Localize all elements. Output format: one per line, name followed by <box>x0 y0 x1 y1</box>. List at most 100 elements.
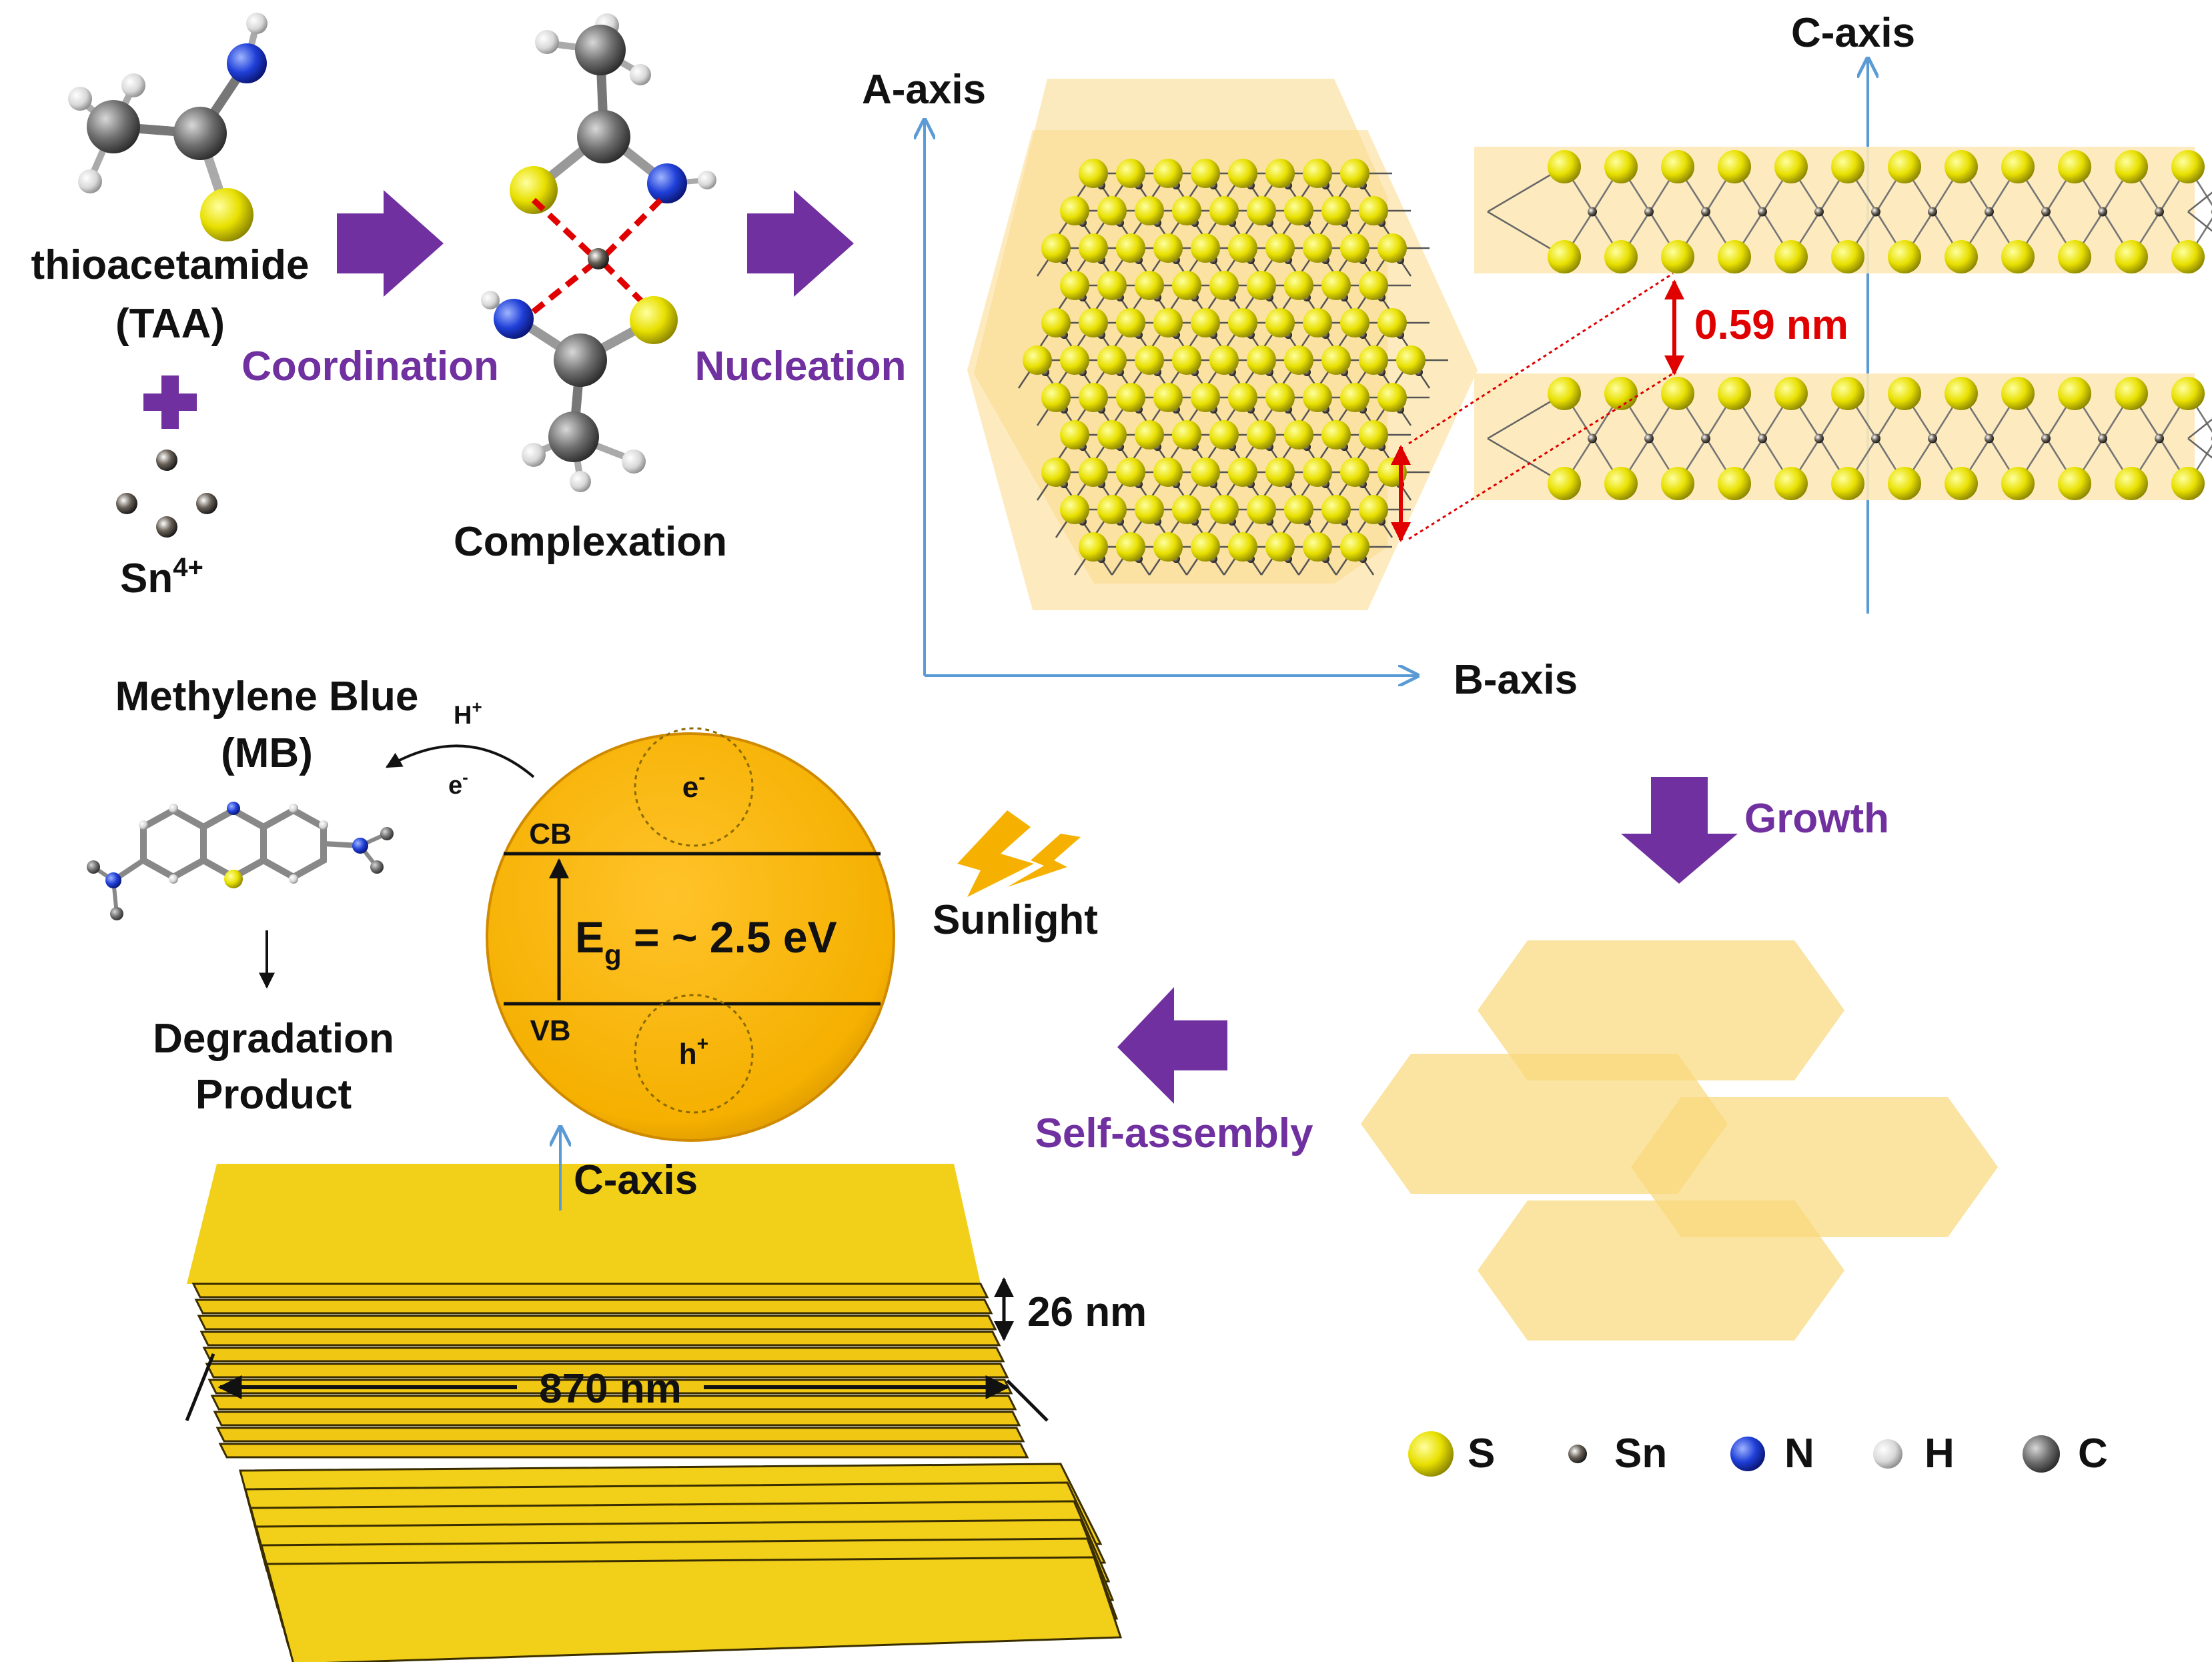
sulfur-atom <box>1153 383 1183 412</box>
sulfur-atom <box>1060 345 1089 375</box>
sulfur-atom <box>1661 240 1694 273</box>
tin-atom <box>1985 207 1994 217</box>
sulfur-atom <box>1945 467 1978 500</box>
tin-atom <box>1871 207 1880 217</box>
tin-atom <box>1928 207 1937 217</box>
hydrogen-atom-icon <box>1873 1439 1902 1469</box>
sn-ion-cluster <box>116 450 217 538</box>
sulfur-atom <box>1548 240 1581 273</box>
electron-label: e- <box>682 766 705 804</box>
sulfur-atom <box>1945 150 1978 183</box>
sulfur-atom <box>2171 467 2205 500</box>
sulfur-atom <box>1718 467 1751 500</box>
sulfur-atom <box>1340 233 1369 263</box>
nanosheet <box>199 1331 1001 1347</box>
sulfur-atom <box>1228 233 1257 263</box>
sulfur-atom <box>1321 196 1351 225</box>
tin-atom <box>1701 434 1710 444</box>
hole-label: h+ <box>679 1033 708 1070</box>
sulfur-atom <box>2115 150 2148 183</box>
nanosheet <box>191 1283 989 1299</box>
platelet <box>1361 1054 1728 1194</box>
sulfur-atom <box>1321 345 1351 375</box>
sulfur-atom <box>1135 420 1164 450</box>
sulfur-atom <box>1172 196 1201 225</box>
sulfur-atom <box>1228 532 1257 562</box>
sulfur-atom <box>1097 271 1127 300</box>
sulfur-atom <box>1247 271 1276 300</box>
sulfur-atom <box>1153 308 1183 337</box>
tin-atom <box>1588 207 1597 217</box>
sulfur-atom <box>1228 458 1257 487</box>
sulfur-atom <box>1191 159 1220 188</box>
sulfur-atom <box>1661 150 1694 183</box>
sulfur-atom <box>1041 308 1071 337</box>
thickness-label: 26 nm <box>1027 1289 1147 1335</box>
sulfur-atom <box>1097 495 1127 524</box>
sulfur-atom <box>1172 271 1201 300</box>
band-diagram <box>486 727 895 1142</box>
taa-abbr-label: (TAA) <box>115 301 225 347</box>
crystal-top-view <box>967 79 1478 610</box>
sulfur-atom <box>2001 467 2035 500</box>
sulfur-atom <box>1377 308 1407 337</box>
sunlight-label: Sunlight <box>933 897 1098 943</box>
nanosheet <box>194 1299 993 1315</box>
coordination-label: Coordination <box>241 343 499 389</box>
nanosheet <box>187 1164 981 1284</box>
sulfur-atom <box>1265 383 1295 412</box>
sulfur-atom <box>2058 150 2091 183</box>
tin-atom <box>1701 207 1710 217</box>
sulfur-atom <box>1116 383 1145 412</box>
nanosheet <box>202 1347 1005 1363</box>
sulfur-atom <box>1191 308 1220 337</box>
lightning-icon <box>957 810 1081 897</box>
sulfur-atom <box>1228 383 1257 412</box>
legend-label: H <box>1924 1431 1955 1477</box>
platelet <box>1478 1200 1849 1341</box>
tin-atom <box>1928 434 1937 444</box>
b-axis-label: B-axis <box>1454 657 1578 703</box>
electron-bubble <box>634 727 754 847</box>
sulfur-atom <box>1041 233 1071 263</box>
sulfur-atom <box>1209 495 1239 524</box>
sulfur-atom <box>1041 458 1071 487</box>
sulfur-atom <box>1097 420 1127 450</box>
tin-atom <box>1758 207 1767 217</box>
tin-atom <box>2041 207 2051 217</box>
sulfur-atom <box>1774 467 1808 500</box>
sulfur-atom <box>1548 467 1581 500</box>
taa-molecule <box>68 13 267 241</box>
sulfur-atom <box>1265 233 1295 263</box>
nanosheet-stack <box>187 1164 1123 1662</box>
tin-atom <box>1758 434 1767 444</box>
sulfur-atom <box>2171 240 2205 273</box>
sulfur-atom <box>2115 240 2148 273</box>
tin-atom <box>1588 434 1597 444</box>
sulfur-atom <box>1116 308 1145 337</box>
sulfur-atom <box>1888 467 1921 500</box>
sulfur-atom <box>1396 345 1426 375</box>
complex-molecule <box>481 13 716 492</box>
sulfur-atom <box>1097 345 1127 375</box>
spacing-label: 0.59 nm <box>1694 302 1848 348</box>
sulfur-atom <box>1265 532 1295 562</box>
sulfur-atom <box>1774 377 1808 410</box>
sulfur-atom <box>1340 458 1369 487</box>
nanosheet <box>210 1395 1017 1411</box>
sulfur-atom <box>1888 150 1921 183</box>
c-axis-bottom-label: C-axis <box>574 1157 698 1203</box>
electron-transfer-arrow <box>385 744 535 778</box>
sulfur-atom <box>1079 458 1108 487</box>
sulfur-atom <box>2058 467 2091 500</box>
plus-icon <box>143 375 197 429</box>
sulfur-atom <box>2115 377 2148 410</box>
sulfur-atom <box>2001 240 2035 273</box>
sulfur-atom <box>1247 495 1276 524</box>
vb-label: VB <box>530 1014 570 1047</box>
sulfur-atom <box>1359 196 1388 225</box>
sulfur-atom <box>2058 377 2091 410</box>
sulfur-atom <box>1661 467 1694 500</box>
platelet-cluster <box>1361 940 2003 1341</box>
